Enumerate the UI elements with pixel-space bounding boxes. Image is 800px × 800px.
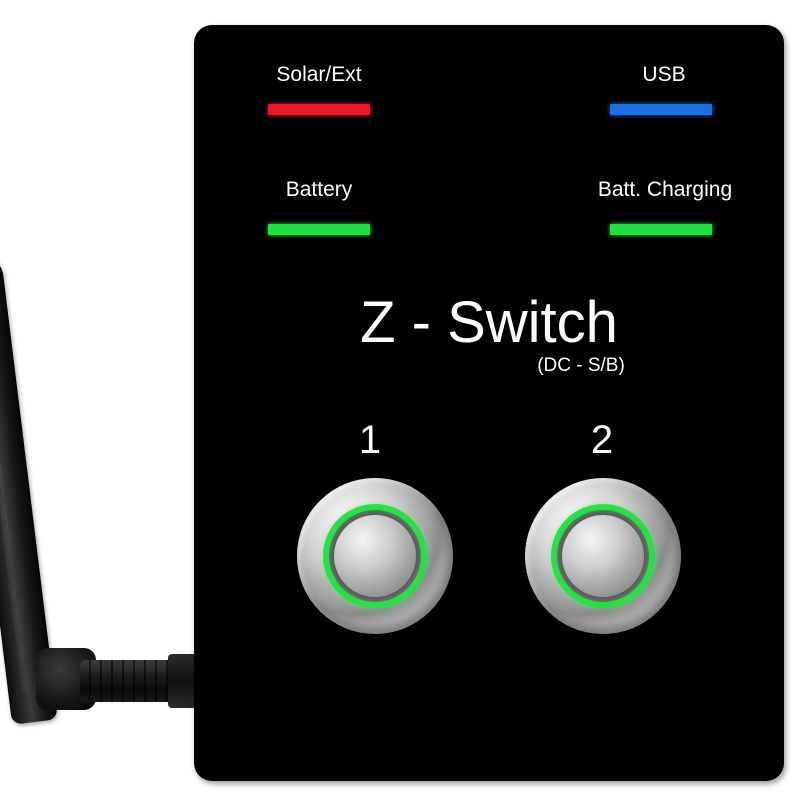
push-button-1[interactable]	[297, 478, 453, 634]
indicator-label-solar: Solar/Ext	[276, 63, 362, 86]
antenna-nut	[168, 654, 198, 708]
button-cap	[334, 515, 416, 597]
push-button-2[interactable]	[525, 478, 681, 634]
button-number-1: 1	[358, 418, 382, 462]
button-led-ring	[551, 504, 655, 608]
device-title: Z - Switch	[360, 290, 618, 355]
device-subtitle: (DC - S/B)	[537, 355, 625, 376]
button-number-2: 2	[590, 418, 614, 462]
indicator-label-usb: USB	[642, 63, 686, 86]
indicator-label-battery: Battery	[285, 178, 353, 201]
button-cap	[562, 515, 644, 597]
indicator-led-usb	[610, 104, 712, 115]
indicator-led-battery	[268, 224, 370, 235]
indicator-led-solar	[268, 104, 370, 115]
button-led-ring	[323, 504, 427, 608]
indicator-led-charging	[610, 224, 712, 235]
indicator-label-charging: Batt. Charging	[597, 178, 733, 201]
device-panel: Solar/Ext USB Battery Batt. Charging Z -…	[194, 25, 784, 781]
